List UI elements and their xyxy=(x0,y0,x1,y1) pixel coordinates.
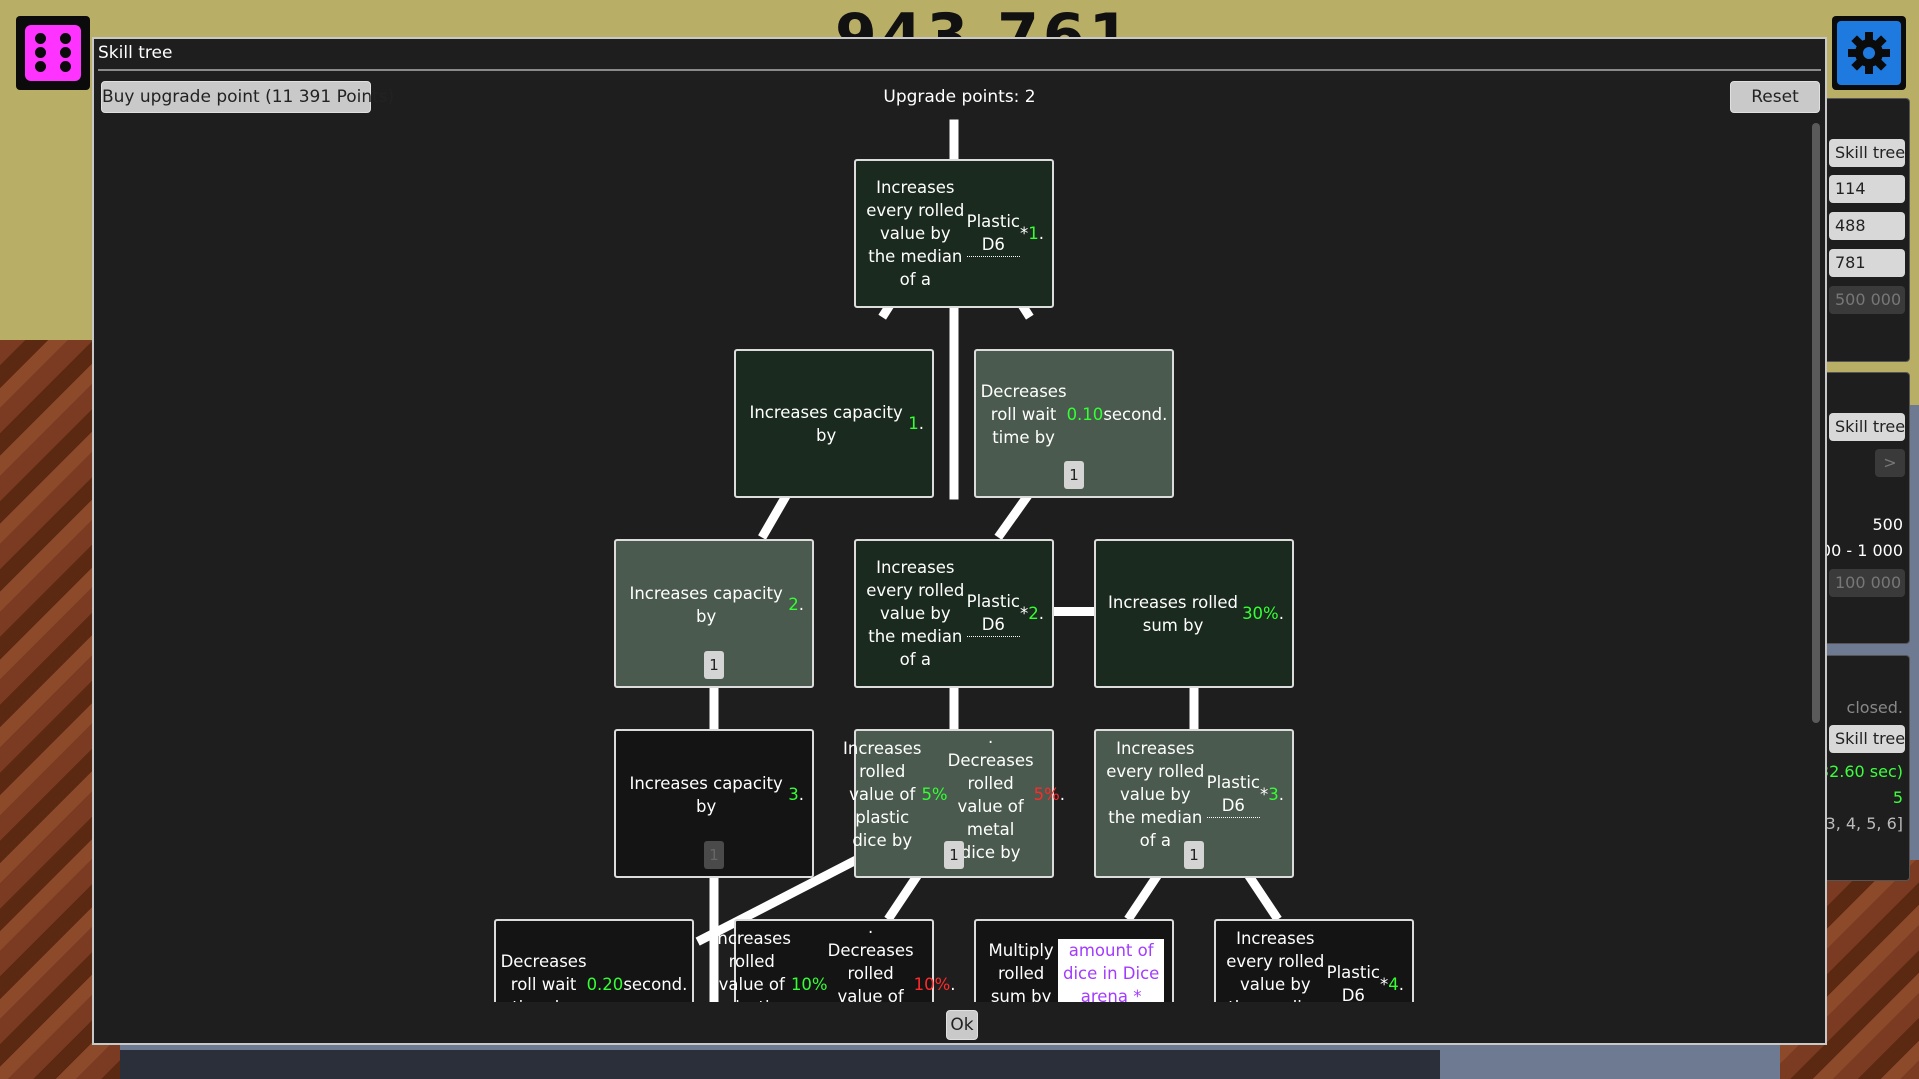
skill-node-text: Increases capacity by 3. xyxy=(629,773,804,816)
side-panel-2-text-1: 500 xyxy=(1872,515,1903,534)
skill-node-5[interactable]: Increases every rolled value by the medi… xyxy=(854,539,1054,688)
skill-node-text: Increases every rolled value by the medi… xyxy=(1106,739,1284,850)
connector xyxy=(949,685,959,731)
side-panel-1-value-3[interactable]: 781 xyxy=(1829,249,1905,277)
skill-node-1[interactable]: Increases every rolled value by the medi… xyxy=(854,159,1054,308)
skill-node-text: Increases capacity by 2. xyxy=(629,583,804,626)
connector xyxy=(1053,606,1098,616)
vertical-scrollbar[interactable] xyxy=(1812,123,1820,723)
skill-node-text: Decreases roll wait time by 0.10 second. xyxy=(980,382,1168,447)
skill-node-8[interactable]: Increases rolled value of plastic dice b… xyxy=(843,727,1066,878)
side-panel-2-skill-tree-button[interactable]: Skill tree xyxy=(1829,413,1905,441)
skill-node-11[interactable]: Increases rolled value of plastic dice b… xyxy=(712,917,956,1003)
connector xyxy=(1244,871,1282,922)
skill-node-level: 1 xyxy=(1064,461,1084,489)
title-divider xyxy=(98,69,1821,71)
dialog-title: Skill tree xyxy=(98,43,173,63)
side-panel-2-next-button[interactable]: > xyxy=(1875,449,1905,477)
skill-node-level: 1 xyxy=(1184,841,1204,869)
side-panel-3-skill-tree-button[interactable]: Skill tree xyxy=(1829,725,1905,753)
skill-node-level: 1 xyxy=(704,651,724,679)
skill-node-text: Increases every rolled value by the medi… xyxy=(1224,921,1404,1002)
reset-button[interactable]: Reset xyxy=(1730,81,1820,113)
side-panel-2-input: 100 000 xyxy=(1829,569,1905,597)
skill-node-text: Multiply rolled sum by the amount of dic… xyxy=(984,921,1164,1002)
skill-node-6[interactable]: Increases rolled sum by 30%. xyxy=(1094,539,1294,688)
skill-node-text: Increases every rolled value by the medi… xyxy=(866,558,1044,669)
side-panel-1-skill-tree-button[interactable]: Skill tree xyxy=(1829,139,1905,167)
side-panel-1-value-2[interactable]: 488 xyxy=(1829,212,1905,240)
skill-node-level: 1 xyxy=(704,841,724,869)
connector xyxy=(884,871,922,922)
skill-node-text: Increases rolled value of plastic dice b… xyxy=(843,727,1066,862)
skill-node-13[interactable]: Increases every rolled value by the medi… xyxy=(1214,919,1414,1002)
skill-node-10[interactable]: Decreases roll wait time by 0.20 second.… xyxy=(494,919,694,1002)
upgrade-points-label: Upgrade points: 2 xyxy=(883,87,1036,107)
skill-tree-canvas[interactable]: Increases every rolled value by the medi… xyxy=(98,119,1816,1002)
connector xyxy=(1189,685,1199,731)
side-panel-1: Skill tree 114 488 781 500 000 xyxy=(1820,98,1910,362)
connector xyxy=(709,685,719,731)
skill-node-2[interactable]: Increases capacity by 1. xyxy=(734,349,934,498)
gear-icon xyxy=(1837,21,1901,85)
side-panel-3: closed. Skill tree 32.60 sec) 5 [1, 2, 3… xyxy=(1820,655,1910,881)
scene-floor-edge xyxy=(120,1050,1440,1079)
skill-node-7[interactable]: Increases capacity by 3. 1 xyxy=(614,729,814,878)
side-panel-3-text-1: 32.60 sec) xyxy=(1820,762,1903,781)
buy-upgrade-point-button[interactable]: Buy upgrade point (11 391 Points) xyxy=(101,81,394,113)
skill-node-text: Increases rolled value of plastic dice b… xyxy=(712,917,956,1003)
skill-node-12[interactable]: Multiply rolled sum by the amount of dic… xyxy=(974,919,1174,1002)
side-panel-2: Skill tree > 500 500 - 1 000 100 000 xyxy=(1820,372,1910,644)
dice-menu-button[interactable] xyxy=(16,16,90,90)
skill-node-9[interactable]: Increases every rolled value by the medi… xyxy=(1094,729,1294,878)
skill-node-4[interactable]: Increases capacity by 2. 1 xyxy=(614,539,814,688)
connector xyxy=(1124,871,1162,922)
side-panel-3-status: closed. xyxy=(1846,698,1903,717)
skill-node-level: 1 xyxy=(944,841,964,869)
skill-node-3[interactable]: Decreases roll wait time by 0.10 second.… xyxy=(974,349,1174,498)
skill-tree-dialog: Skill tree Buy upgrade point (11 391 Poi… xyxy=(92,37,1827,1045)
side-panel-1-value-4: 500 000 xyxy=(1829,286,1905,314)
side-panel-3-text-2: 5 xyxy=(1892,788,1903,807)
dice-icon xyxy=(25,25,81,81)
side-panel-1-value-1[interactable]: 114 xyxy=(1829,175,1905,203)
side-panel-3-text-3: [1, 2, 3, 4, 5, 6] xyxy=(1821,814,1903,833)
skill-node-text: Decreases roll wait time by 0.20 second. xyxy=(500,952,688,1002)
skill-node-text: Increases rolled sum by 30%. xyxy=(1108,592,1284,635)
side-panel-2-text-2: 500 - 1 000 xyxy=(1820,541,1903,560)
skill-node-text: Increases every rolled value by the medi… xyxy=(866,178,1044,289)
score-counter: 943 761 xyxy=(835,6,1134,38)
settings-button[interactable] xyxy=(1832,16,1906,90)
skill-node-text: Increases capacity by 1. xyxy=(749,402,924,445)
ok-button[interactable]: Ok xyxy=(946,1010,978,1040)
